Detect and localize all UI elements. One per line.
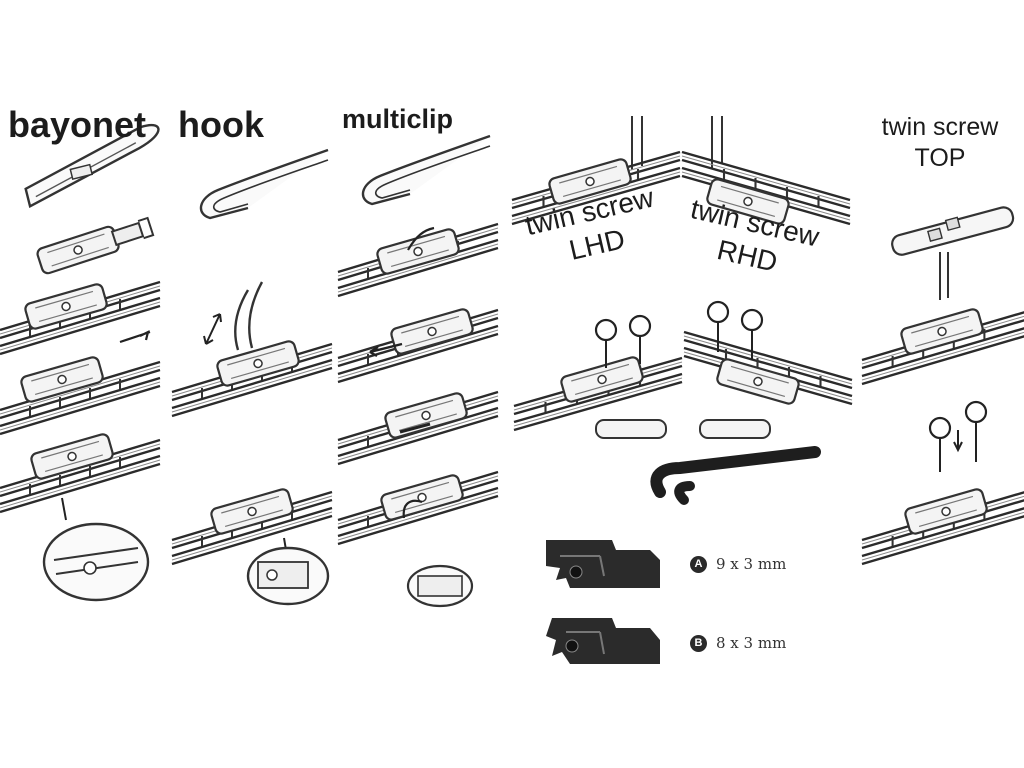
multiclip-column bbox=[336, 134, 500, 608]
hook-column bbox=[170, 148, 334, 606]
twin-screw-top-column bbox=[860, 206, 1024, 566]
multiclip-label: multiclip bbox=[342, 104, 454, 134]
adapter-a-size: 9 x 3 mm bbox=[716, 555, 787, 573]
adapter-b-shape bbox=[546, 618, 660, 664]
adapter-a-badge: A bbox=[690, 556, 707, 573]
bayonet-column bbox=[0, 123, 162, 602]
twin-screw-top-line2: TOP bbox=[914, 144, 966, 172]
twin-screw-rhd-column bbox=[680, 116, 854, 439]
twin-screw-lhd-column bbox=[510, 116, 684, 439]
hook-label: hook bbox=[178, 104, 264, 145]
twin-screw-top-label: twin screw TOP bbox=[852, 112, 1024, 174]
adapter-parts bbox=[546, 446, 821, 664]
bayonet-label: bayonet bbox=[8, 104, 147, 145]
adapter-a-shape bbox=[546, 540, 660, 588]
adapter-b-size: 8 x 3 mm bbox=[716, 634, 787, 652]
twin-screw-top-line1: twin screw bbox=[881, 113, 999, 141]
adapter-b-badge: B bbox=[690, 635, 707, 652]
